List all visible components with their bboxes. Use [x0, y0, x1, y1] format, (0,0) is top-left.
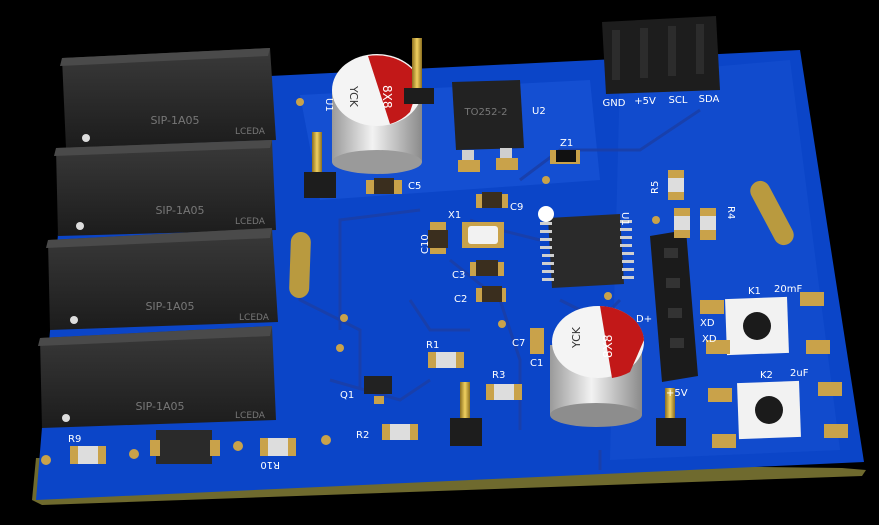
- label-u-top: U1: [323, 98, 334, 112]
- resistor-r4: [700, 208, 716, 240]
- header-pin-scl: SCL: [669, 95, 688, 106]
- header-pin-5v: +5V: [634, 96, 656, 107]
- relay-4: SIP-1A05 LCEDA: [38, 326, 276, 428]
- cap-c9: [476, 192, 508, 208]
- label-r4: R4: [725, 206, 736, 219]
- label-r3: R3: [492, 370, 505, 381]
- vertical-header: [650, 230, 698, 382]
- switch-k2[interactable]: [708, 380, 848, 448]
- label-r2: R2: [356, 430, 369, 441]
- crystal-x1: [462, 222, 504, 248]
- resistor-r5: [668, 170, 684, 200]
- silkscreen-labels: C5 C9 X1 C10 C3 C2 C7 C1 U1 Z1 R5 R4 R1 …: [68, 98, 809, 470]
- diode-bottom: [150, 430, 220, 464]
- cap-c7: [530, 328, 544, 354]
- resistor-extra: [674, 208, 690, 238]
- label-r10: R10: [260, 459, 280, 470]
- cap-c2: [476, 286, 506, 302]
- capacitor-top: 8X8 YCK: [332, 54, 422, 174]
- capacitor-bottom: 8X8 YCK: [550, 306, 644, 427]
- relay-2: SIP-1A05 LCEDA: [54, 140, 276, 236]
- slot-right: [750, 180, 794, 246]
- label-k1: K1: [748, 286, 761, 297]
- relay-3-part: SIP-1A05: [145, 300, 194, 313]
- relay-3: SIP-1A05 LCEDA: [46, 228, 278, 330]
- jumper-left: [304, 132, 336, 198]
- label-c9: C9: [510, 202, 523, 213]
- label-xd2: XD: [702, 334, 717, 345]
- label-c10: C10: [420, 234, 431, 254]
- label-k1-value: 20mF: [774, 284, 802, 295]
- ic-u1: [538, 206, 634, 288]
- header-pin-gnd: GND: [603, 98, 626, 109]
- switch-k1[interactable]: [700, 292, 830, 356]
- label-k2: K2: [760, 370, 773, 381]
- resistor-r2: [382, 424, 418, 440]
- vias: [41, 98, 660, 465]
- resistor-r3: [486, 384, 522, 400]
- label-dplus: D+: [636, 314, 652, 325]
- label-c1: C1: [530, 358, 543, 369]
- cap-top-label: 8X8: [380, 85, 394, 109]
- cap-bottom-brand: YCK: [570, 326, 583, 349]
- relay-1-brand: LCEDA: [235, 127, 266, 137]
- cap-c10: [428, 222, 448, 254]
- label-c2: C2: [454, 294, 467, 305]
- label-c5: C5: [408, 181, 421, 192]
- resistor-r10: [260, 438, 296, 456]
- smd-components: [70, 150, 716, 464]
- relay-2-brand: LCEDA: [235, 217, 266, 227]
- relay-4-brand: LCEDA: [235, 411, 266, 421]
- resistor-r9: [70, 446, 106, 464]
- label-u1: U1: [619, 212, 630, 226]
- jumper-middle: [450, 382, 482, 446]
- relay-1: SIP-1A05 LCEDA: [60, 48, 276, 148]
- label-q1: Q1: [340, 390, 354, 401]
- label-x1: X1: [448, 210, 461, 221]
- label-k2-value: 2uF: [790, 368, 809, 379]
- slot-left: [289, 232, 311, 298]
- cap-c5: [366, 178, 402, 194]
- cap-bottom-label: 8X8: [601, 335, 615, 359]
- label-c3: C3: [452, 270, 465, 281]
- relay-4-part: SIP-1A05: [135, 400, 184, 413]
- regulator-ref: U2: [532, 106, 546, 117]
- label-r1: R1: [426, 340, 439, 351]
- diode-z1: [550, 150, 580, 164]
- cap-c3: [470, 260, 504, 276]
- jumper-bottom-right: [656, 388, 686, 446]
- transistor-q1: [364, 376, 392, 404]
- relay-3-brand: LCEDA: [239, 313, 270, 323]
- label-r5: R5: [650, 181, 661, 194]
- regulator-u2: TO252-2 U2: [452, 80, 546, 172]
- jumper-top: [404, 38, 434, 104]
- label-plus5: +5V: [666, 388, 688, 399]
- label-r9: R9: [68, 434, 81, 445]
- label-xd: XD: [700, 318, 715, 329]
- resistor-r1: [428, 352, 464, 368]
- cap-top-brand: YCK: [347, 85, 360, 108]
- label-z1: Z1: [560, 138, 573, 149]
- label-c7: C7: [512, 338, 525, 349]
- relay-1-part: SIP-1A05: [150, 114, 199, 127]
- header-pin-sda: SDA: [699, 94, 720, 105]
- relay-2-part: SIP-1A05: [155, 204, 204, 217]
- i2c-header: GND +5V SCL SDA: [602, 16, 720, 109]
- regulator-package: TO252-2: [463, 107, 507, 118]
